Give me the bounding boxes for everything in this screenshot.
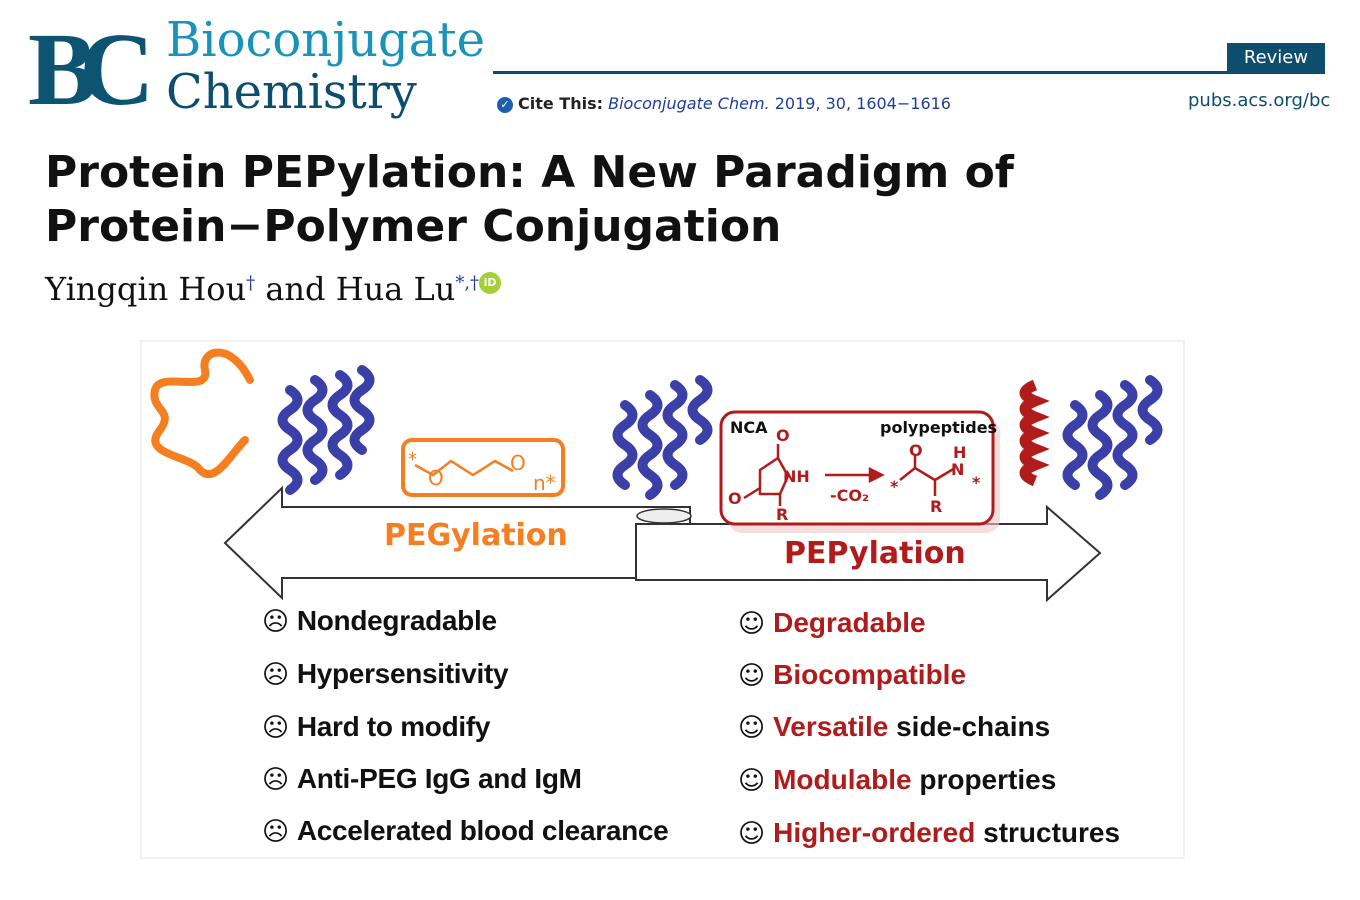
article-type-badge: Review <box>1227 43 1325 73</box>
journal-logo: BC <box>28 12 155 127</box>
peg-chain <box>150 348 254 478</box>
smile-face-icon: ☺ <box>738 766 766 796</box>
pep-advantage-key: Versatile <box>773 711 889 742</box>
co2-label: -CO₂ <box>830 486 869 505</box>
polypeptide-helix <box>1019 379 1050 487</box>
protein-structure-1 <box>277 365 375 495</box>
peg-drawback: ☹Hypersensitivity <box>262 656 509 692</box>
article-title: Protein PEPylation: A New Paradigm of Pr… <box>45 147 1014 252</box>
peg-drawback: ☹Anti-PEG IgG and IgM <box>262 761 582 797</box>
smile-face-icon: ☺ <box>738 713 766 743</box>
smile-face-icon: ☺ <box>738 609 766 639</box>
smile-face-icon: ☺ <box>738 661 766 691</box>
pep-advantage: ☺Biocompatible <box>738 657 966 693</box>
pepylation-label: PEPylation <box>784 536 966 571</box>
journal-name-line2: Chemistry <box>166 64 417 120</box>
cite-journal[interactable]: Bioconjugate Chem. <box>608 94 770 113</box>
svg-text:R: R <box>930 497 942 516</box>
peg-structure-bonds <box>414 459 514 477</box>
pep-advantage: ☺Degradable <box>738 605 926 641</box>
orcid-icon[interactable]: iD <box>479 272 502 294</box>
pep-advantage-key: Degradable <box>773 607 926 638</box>
svg-text:n*: n* <box>533 471 556 495</box>
cite-label: Cite This: <box>518 94 604 113</box>
peg-drawback: ☹Hard to modify <box>262 709 490 745</box>
check-icon: ✓ <box>497 97 513 113</box>
polypeptides-label: polypeptides <box>880 418 998 437</box>
svg-text:R: R <box>776 505 788 524</box>
peg-drawback: ☹Accelerated blood clearance <box>262 813 669 849</box>
pep-advantage-key: Biocompatible <box>773 659 967 690</box>
pep-advantage-text: side-chains <box>888 711 1051 742</box>
pep-advantage: ☺Versatile side-chains <box>738 709 1050 745</box>
pep-advantage-text: properties <box>911 764 1057 795</box>
authors-and: and <box>265 270 326 308</box>
citation: ✓ Cite This: Bioconjugate Chem. 2019, 30,… <box>497 94 951 113</box>
journal-url[interactable]: pubs.acs.org/bc <box>1188 90 1331 111</box>
header-rule <box>493 71 1325 74</box>
pep-advantage-key: Higher-ordered <box>773 817 976 848</box>
author-affiliation: † <box>246 272 256 294</box>
nca-reaction-bonds <box>743 444 956 506</box>
protein-structure-2 <box>612 375 713 500</box>
svg-text:O: O <box>728 489 742 508</box>
svg-text:*: * <box>408 449 417 470</box>
journal-name-line1: Bioconjugate <box>166 12 486 68</box>
pep-advantage-key: Modulable <box>773 764 912 795</box>
peg-drawback-text: Hypersensitivity <box>296 658 509 689</box>
peg-drawback: ☹Nondegradable <box>262 603 497 639</box>
peg-drawback-text: Anti-PEG IgG and IgM <box>296 763 582 794</box>
sad-face-icon: ☹ <box>262 713 289 743</box>
sad-face-icon: ☹ <box>262 765 289 795</box>
protein-structure-3 <box>1062 375 1163 500</box>
author-affiliation: *,† <box>455 272 480 294</box>
peg-drawback-text: Accelerated blood clearance <box>296 815 669 846</box>
svg-text:N: N <box>951 460 964 479</box>
svg-text:H: H <box>953 443 966 462</box>
nca-label: NCA <box>730 418 768 437</box>
svg-text:*: * <box>972 473 981 492</box>
svg-text:*: * <box>890 477 899 496</box>
nca-structure-box <box>719 410 995 526</box>
smile-face-icon: ☺ <box>738 819 766 849</box>
svg-text:O: O <box>776 426 790 445</box>
peg-drawback-text: Nondegradable <box>296 605 497 636</box>
peg-drawback-text: Hard to modify <box>296 711 491 742</box>
sad-face-icon: ☹ <box>262 607 289 637</box>
cite-reference: 2019, 30, 1604−1616 <box>774 94 951 113</box>
svg-text:O: O <box>428 466 444 490</box>
reaction-arrow-head <box>868 466 885 484</box>
sad-face-icon: ☹ <box>262 817 289 847</box>
arrow-scroll-curl <box>636 508 692 524</box>
author-name[interactable]: Yingqin Hou <box>45 270 247 308</box>
pep-advantage: ☺Modulable properties <box>738 762 1056 798</box>
pep-advantage: ☺Higher-ordered structures <box>738 815 1120 851</box>
pegylation-label: PEGylation <box>384 518 568 553</box>
authors: Yingqin Hou† and Hua Lu*,†iD <box>45 270 502 308</box>
svg-text:O: O <box>909 441 923 460</box>
author-name[interactable]: Hua Lu <box>335 270 456 308</box>
sad-face-icon: ☹ <box>262 660 289 690</box>
pep-advantage-text: structures <box>975 817 1121 848</box>
svg-text:NH: NH <box>783 467 810 486</box>
svg-text:O: O <box>510 451 526 475</box>
toc-figure <box>140 340 1185 859</box>
